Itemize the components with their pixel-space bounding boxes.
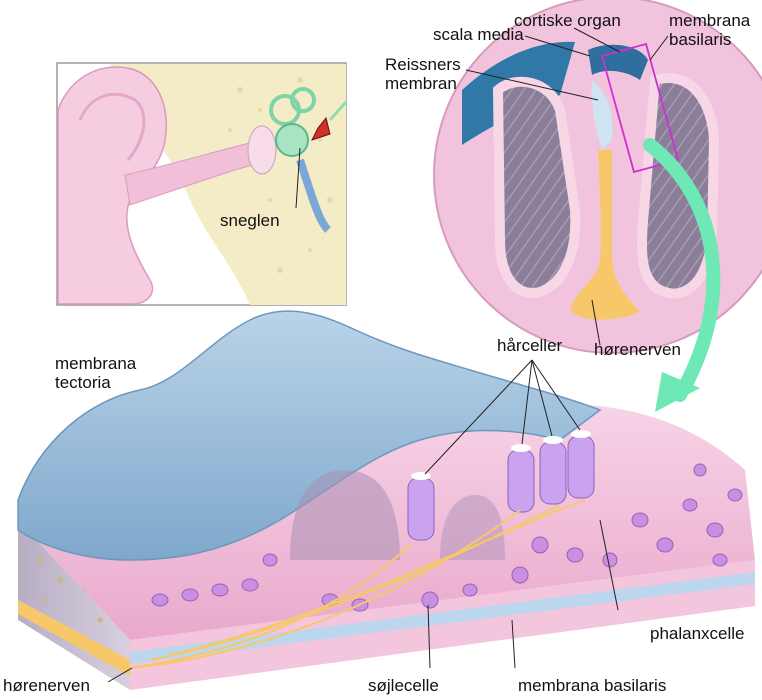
label-reissners-2: membran bbox=[385, 74, 457, 93]
label-horenerven-bottom: hørenerven bbox=[3, 676, 90, 695]
label-membrana-basilaris-top-1: membrana bbox=[669, 11, 750, 30]
label-harceller: hårceller bbox=[497, 336, 562, 355]
label-phalanxcelle: phalanxcelle bbox=[650, 624, 745, 643]
label-scala-media: scala media bbox=[433, 25, 524, 44]
left-chamber bbox=[498, 82, 575, 293]
label-sojlecelle: søjlecelle bbox=[368, 676, 439, 695]
label-membrana-tectoria-1: membrana bbox=[55, 354, 136, 373]
label-reissners-1: Reissners bbox=[385, 55, 461, 74]
label-membrana-basilaris-top-2: basilaris bbox=[669, 30, 731, 49]
right-chamber bbox=[642, 78, 714, 293]
label-sneglen: sneglen bbox=[220, 211, 280, 230]
label-membrana-basilaris-bottom: membrana basilaris bbox=[518, 676, 666, 695]
label-cortiske-organ: cortiske organ bbox=[514, 11, 621, 30]
ear-inset bbox=[57, 63, 346, 305]
label-horenerven-top: hørenerven bbox=[594, 340, 681, 359]
label-membrana-tectoria-2: tectoria bbox=[55, 373, 111, 392]
